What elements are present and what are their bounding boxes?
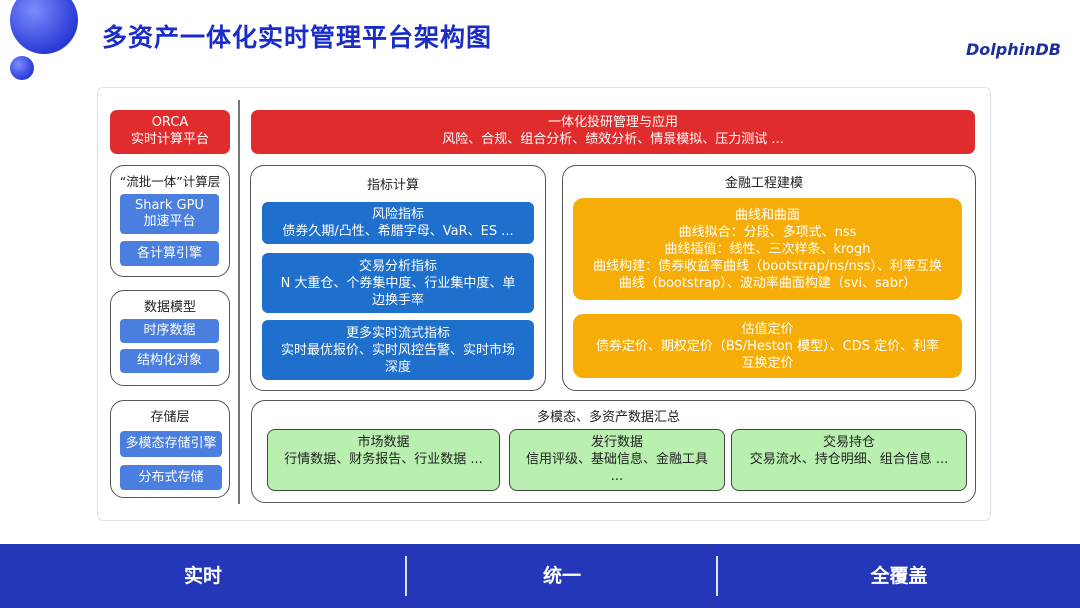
data-aggregation-panel: 多模态、多资产数据汇总 市场数据 行情数据、财务报告、行业数据 ... 发行数据…	[251, 400, 976, 503]
footer-realtime: 实时	[183, 565, 222, 587]
orca-subtitle: 实时计算平台	[130, 132, 209, 147]
trade-analysis-title: 交易分析指标	[358, 258, 437, 274]
risk-indicator-items: 债券久期/凸性、希腊字母、VaR、ES ...	[282, 224, 514, 239]
distributed-storage-box: 分布式存储	[120, 465, 222, 490]
pricing-box: 估值定价 债券定价、期权定价（BS/Heston 模型）、CDS 定价、利率 互…	[573, 314, 962, 378]
positions-data-title: 交易持仓	[822, 435, 875, 450]
indicator-calc-panel: 指标计算 风险指标 债券久期/凸性、希腊字母、VaR、ES ... 交易分析指标…	[250, 165, 546, 391]
orca-name: ORCA	[151, 115, 189, 130]
curve-interpolation: 曲线插值：线性、三次样条、krogh	[664, 241, 871, 257]
issuance-data-box: 发行数据 信用评级、基础信息、金融工具 ...	[509, 429, 725, 491]
curves-box: 曲线和曲面 曲线拟合：分段、多项式、nss 曲线插值：线性、三次样条、krogh…	[573, 198, 962, 300]
realtime-indicator-box: 更多实时流式指标 实时最优报价、实时风控告警、实时市场 深度	[262, 320, 534, 380]
financial-engineering-title: 金融工程建模	[724, 176, 803, 191]
risk-indicator-title: 风险指标	[371, 207, 424, 222]
realtime-indicator-title: 更多实时流式指标	[345, 325, 450, 341]
curve-construction: 曲线构建：债券收益率曲线（bootstrap/ns/nss）、利率互换	[593, 258, 942, 274]
shark-gpu-box: Shark GPU 加速平台	[120, 194, 219, 234]
data-model-panel: 数据模型 时序数据 结构化对象	[110, 290, 230, 386]
positions-data-items: 交易流水、持仓明细、组合信息 ...	[749, 452, 949, 467]
risk-indicator-box: 风险指标 债券久期/凸性、希腊字母、VaR、ES ...	[262, 202, 534, 244]
multimodal-storage-label: 多模态存储引擎	[125, 436, 217, 451]
data-model-title: 数据模型	[143, 300, 196, 315]
compute-layer-title: “流批一体”计算层	[119, 174, 221, 189]
shark-gpu-subtitle: 加速平台	[143, 214, 196, 229]
structured-object-label: 结构化对象	[136, 353, 202, 368]
pricing-title: 估值定价	[741, 321, 794, 337]
issuance-data-title: 发行数据	[590, 435, 643, 450]
distributed-storage-label: 分布式存储	[138, 469, 204, 485]
pricing-items-cont: 互换定价	[741, 355, 794, 371]
compute-engines-label: 各计算引擎	[136, 245, 202, 261]
vertical-divider	[238, 100, 240, 504]
timeseries-box: 时序数据	[120, 319, 219, 343]
shark-gpu-name: Shark GPU	[135, 198, 204, 213]
decor-circle-small	[10, 56, 34, 80]
multimodal-storage-box: 多模态存储引擎	[120, 431, 222, 457]
data-aggregation-title: 多模态、多资产数据汇总	[536, 410, 680, 425]
integrated-management-items: 风险、合规、组合分析、绩效分析、情景模拟、压力测试 ...	[442, 132, 784, 147]
footer-full-coverage: 全覆盖	[870, 565, 928, 587]
realtime-indicator-items-cont: 深度	[384, 359, 411, 375]
compute-engines-box: 各计算引擎	[120, 241, 219, 266]
integrated-management-bar: 一体化投研管理与应用 风险、合规、组合分析、绩效分析、情景模拟、压力测试 ...	[251, 110, 975, 154]
dolphindb-logo: DolphinDB	[966, 40, 1061, 59]
compute-layer-panel: “流批一体”计算层 Shark GPU 加速平台 各计算引擎	[110, 165, 230, 277]
market-data-box: 市场数据 行情数据、财务报告、行业数据 ...	[267, 429, 500, 491]
curve-construction-cont: 曲线（bootstrap）、波动率曲面构建（svi、sabr）	[618, 275, 917, 291]
issuance-data-items: 信用评级、基础信息、金融工具	[525, 452, 708, 467]
structured-object-box: 结构化对象	[120, 349, 219, 373]
financial-engineering-panel: 金融工程建模 曲线和曲面 曲线拟合：分段、多项式、nss 曲线插值：线性、三次样…	[562, 165, 976, 391]
storage-layer-panel: 存储层 多模态存储引擎 分布式存储	[110, 400, 230, 498]
issuance-data-items-cont: ...	[610, 469, 624, 484]
page-title: 多资产一体化实时管理平台架构图	[102, 23, 493, 52]
footer-bar: 实时 统一 全覆盖	[0, 544, 1080, 608]
footer-separator-2	[716, 556, 718, 596]
decor-circle-large	[10, 0, 78, 54]
positions-data-box: 交易持仓 交易流水、持仓明细、组合信息 ...	[731, 429, 967, 491]
curve-fitting: 曲线拟合：分段、多项式、nss	[678, 224, 857, 240]
pricing-items: 债券定价、期权定价（BS/Heston 模型）、CDS 定价、利率	[595, 338, 940, 354]
orca-box: ORCA 实时计算平台	[110, 110, 230, 154]
footer-separator-1	[405, 556, 407, 596]
integrated-management-title: 一体化投研管理与应用	[547, 115, 678, 130]
trade-analysis-items-cont: 边换手率	[371, 292, 424, 308]
trade-analysis-items: N 大重仓、个券集中度、行业集中度、单	[280, 275, 516, 291]
realtime-indicator-items: 实时最优报价、实时风控告警、实时市场	[280, 342, 515, 358]
footer-unified: 统一	[542, 565, 581, 587]
curves-title: 曲线和曲面	[734, 207, 800, 223]
market-data-items: 行情数据、财务报告、行业数据 ...	[284, 452, 483, 467]
trade-analysis-box: 交易分析指标 N 大重仓、个券集中度、行业集中度、单 边换手率	[262, 253, 534, 313]
timeseries-label: 时序数据	[143, 323, 196, 338]
market-data-title: 市场数据	[357, 435, 410, 450]
storage-layer-title: 存储层	[150, 410, 190, 425]
indicator-calc-title: 指标计算	[366, 178, 419, 193]
